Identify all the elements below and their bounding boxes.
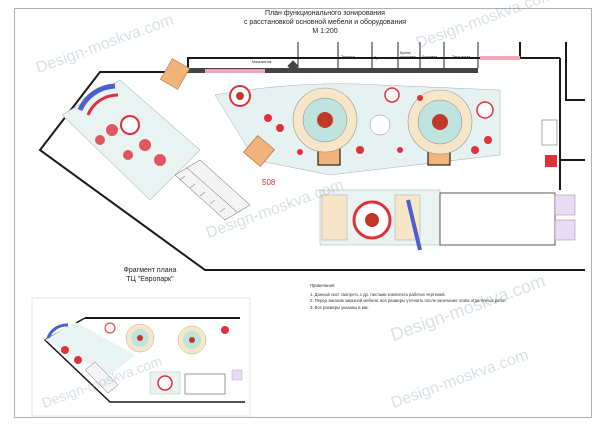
notes-heading: Примечания: — [310, 283, 336, 288]
fragment-title-line-2: ТЦ "Европарк" — [126, 276, 174, 283]
lower-dining — [319, 119, 576, 251]
room-label-kitchen: Кухня/ кладовая — [400, 51, 416, 59]
fragment-title-line-1: Фрагмент плана — [123, 267, 177, 274]
top-wall — [188, 68, 478, 73]
room-label-shop: Магазинчик — [252, 60, 272, 64]
page-border — [14, 8, 592, 418]
title-line-3: М 1:200 — [312, 28, 338, 35]
title-line-2: с расстановкой основной мебели и оборудо… — [243, 19, 407, 26]
room-number: 508 — [262, 178, 276, 187]
escalator — [174, 159, 251, 221]
fragment-title: Фрагмент плана ТЦ "Европарк" — [100, 266, 200, 284]
room-label-terrace: Терраса — [341, 55, 355, 59]
notes-item-1: 1. Данный лист смотреть с др. листами ко… — [310, 291, 446, 297]
title-line-1: План функционального зонирования — [265, 10, 385, 17]
walls — [38, 42, 585, 271]
room-label-toilets: Туалеты — [374, 56, 388, 60]
notes-item-2: 2. Перед заказом заказной мебели, все ра… — [310, 298, 507, 303]
room-label-tech-storage: Техн.склад — [452, 55, 471, 59]
left-wing — [61, 58, 201, 201]
plan-title: План функционального зонирования с расст… — [210, 9, 440, 36]
notes-item-3: 3. Все размеры указаны в мм. — [310, 304, 369, 310]
central-dining — [214, 83, 501, 176]
room-label-delivery: Доставка — [422, 55, 438, 59]
fragment-plan — [31, 297, 251, 417]
notes-block: Примечания: 1. Данный лист смотреть с др… — [310, 283, 580, 311]
